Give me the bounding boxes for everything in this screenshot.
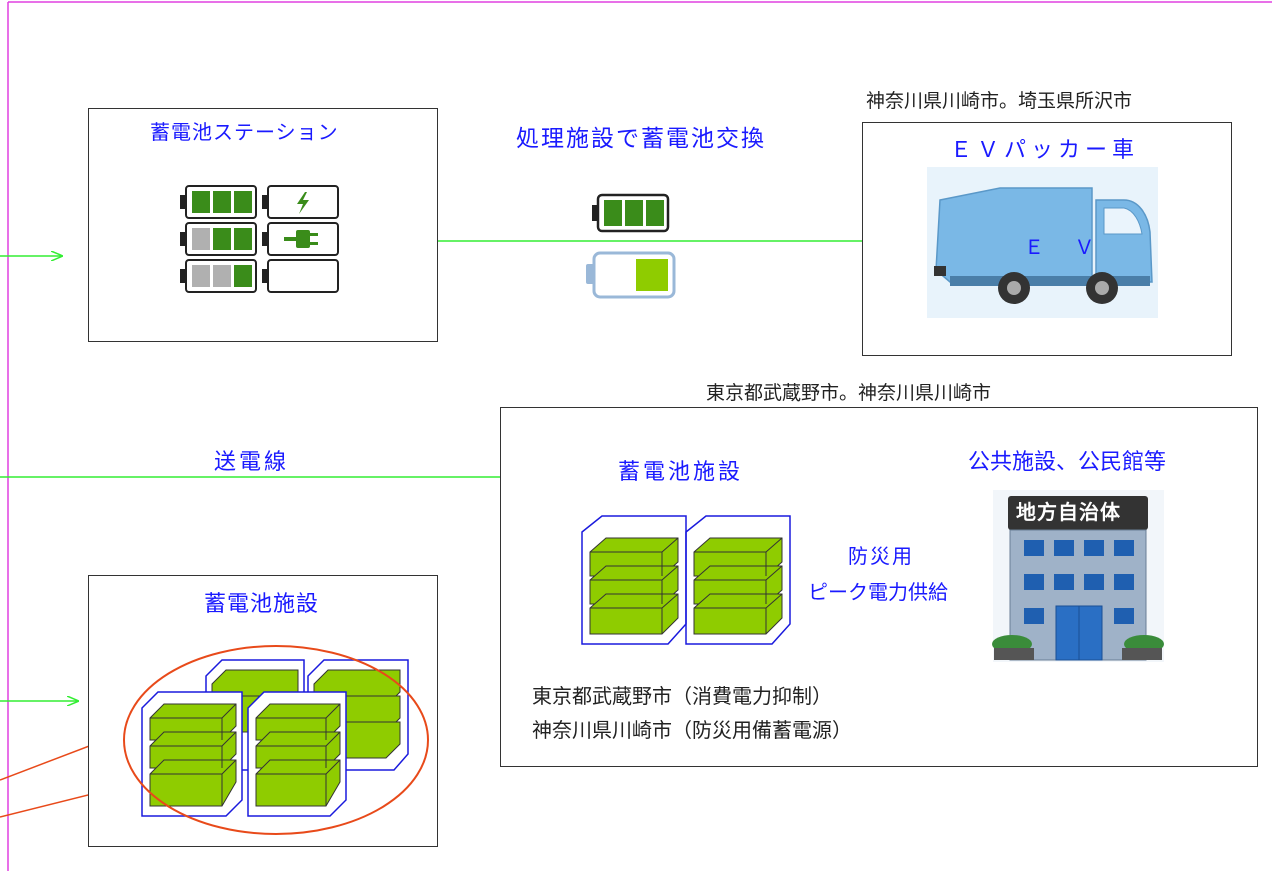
- public-building-icon: [992, 490, 1164, 662]
- station-box: [88, 108, 438, 342]
- right-note-2: 神奈川県川崎市（防災用備蓄電源）: [532, 718, 852, 742]
- ev-title: ＥＶパッカー車: [950, 138, 1140, 163]
- highlight-ellipse: [123, 645, 429, 835]
- left-facility-title: 蓄電池施設: [204, 592, 320, 617]
- public-facility-title: 公共施設、公民館等: [968, 450, 1167, 475]
- peak-arrow-label-1: 防災用: [848, 544, 914, 568]
- exchange-battery-full-icon: [592, 193, 670, 233]
- battery-two-thirds-icon: [180, 222, 257, 256]
- battery-empty-icon: [262, 259, 339, 293]
- peak-arrow-label-2: ピーク電力供給: [808, 580, 948, 604]
- battery-lightning-icon: [262, 185, 339, 219]
- building-sign-text: 地方自治体: [1016, 500, 1121, 524]
- right-note-1: 東京都武蔵野市（消費電力抑制）: [532, 684, 832, 708]
- ev-location-label: 神奈川県川崎市。埼玉県所沢市: [866, 90, 1133, 112]
- truck-ev-text: Ｅ Ｖ: [1024, 235, 1107, 259]
- battery-rack-icon: [581, 515, 791, 645]
- exchange-label: 処理施設で蓄電池交換: [516, 126, 766, 152]
- garbage-truck-icon: [934, 187, 1153, 304]
- battery-full-icon: [180, 185, 257, 219]
- right-storage-title: 蓄電池施設: [618, 460, 744, 485]
- station-title: 蓄電池ステーション: [150, 120, 339, 144]
- battery-one-third-icon: [180, 259, 257, 293]
- large-battery-cluster-icon: [141, 659, 409, 817]
- transmission-label: 送電線: [214, 450, 290, 475]
- exchange-battery-low-icon: [586, 251, 676, 299]
- right-facility-location: 東京都武蔵野市。神奈川県川崎市: [706, 382, 992, 404]
- battery-plug-icon: [262, 222, 339, 256]
